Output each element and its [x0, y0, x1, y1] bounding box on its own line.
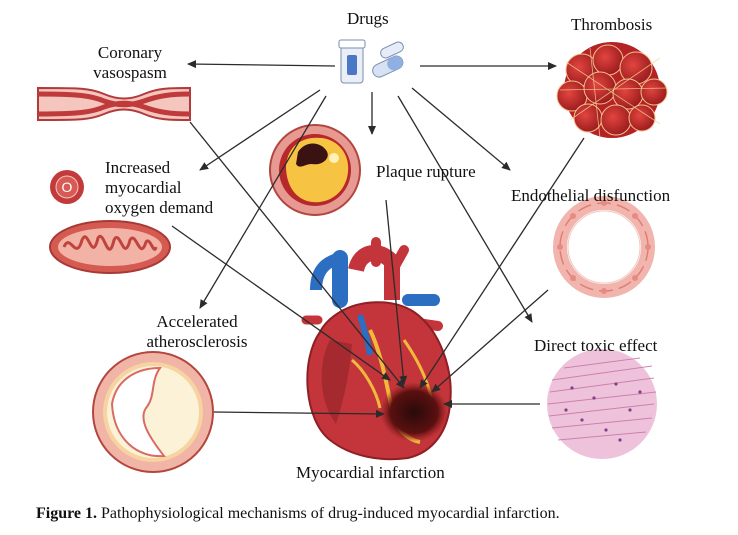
arrow-drugs-to-endothelial: [411, 87, 511, 171]
arrow-vasospasm-to-mi: [189, 121, 405, 389]
increased-demand-label: Increased myocardial oxygen demand: [105, 158, 214, 217]
plaque-rupture-icon: [269, 124, 361, 216]
arrow-drugs-to-vasospasm: [187, 60, 336, 69]
oxygen-symbol: O: [61, 179, 73, 195]
thrombosis-clot-icon: [556, 42, 669, 139]
arrow-drugs-to-accelerated: [199, 95, 327, 309]
accelerated-label: Accelerated atherosclerosis: [146, 312, 248, 351]
endothelial-label: Endothelial disfunction: [511, 186, 671, 205]
caption-text: Pathophysiological mechanisms of drug-in…: [101, 505, 560, 522]
arrow-drugs-to-toxic: [397, 95, 533, 323]
arrow-atherosclerosis-to-mi: [213, 409, 385, 418]
heart-icon: [301, 237, 452, 461]
arrow-drugs-to-demand: [199, 89, 321, 171]
plaque-rupture-label: Plaque rupture: [376, 162, 476, 181]
drugs-icon: [338, 39, 404, 84]
arrow-thrombosis-to-mi: [419, 137, 585, 389]
vasospasm-vessel-icon: [37, 86, 191, 122]
arrow-endothelial-to-mi: [431, 289, 549, 393]
endothelium-ring-icon: [553, 196, 655, 298]
caption-label: Figure 1.: [36, 505, 98, 522]
toxic-tissue-icon: [547, 349, 657, 459]
arrows: [171, 60, 585, 418]
atherosclerosis-vessel-icon: [92, 351, 214, 473]
figure-caption: Figure 1. Pathophysiological mechanisms …: [36, 505, 560, 523]
arrow-mitochondrion-to-mi: [171, 225, 391, 381]
mechanism-diagram: [37, 39, 669, 473]
thrombosis-label: Thrombosis: [571, 15, 653, 34]
drugs-label: Drugs: [347, 9, 389, 28]
myocardial-infarction-label: Myocardial infarction: [296, 463, 445, 482]
oxygen-cell-icon: [50, 170, 84, 204]
direct-toxic-label: Direct toxic effect: [534, 336, 658, 355]
arrow-plaque-to-mi: [385, 199, 408, 385]
coronary-vasospasm-label: Coronary vasospasm: [93, 43, 167, 82]
mitochondrion-icon: [49, 220, 171, 274]
